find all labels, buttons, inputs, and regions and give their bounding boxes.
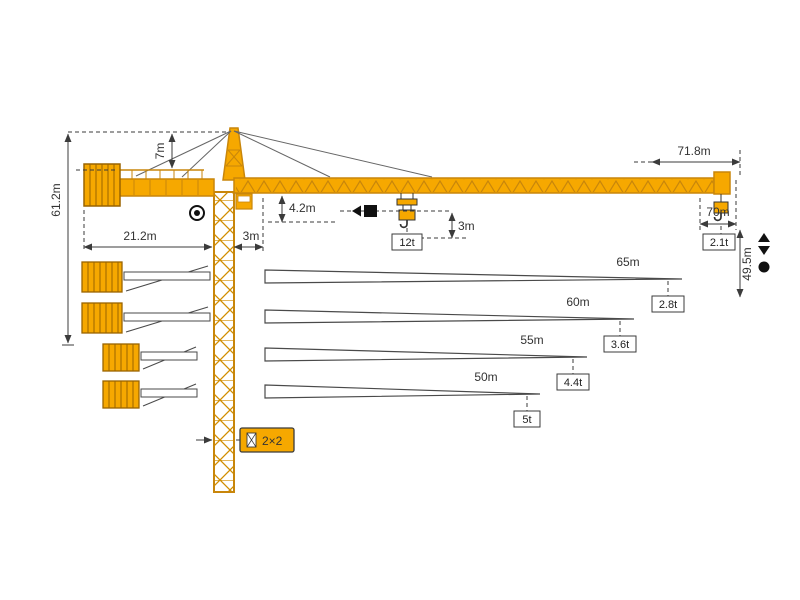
trolley (396, 198, 418, 206)
dim-max-hook-height: 61.2m (49, 131, 229, 346)
secondary-hook-height-label: 49.5m (740, 247, 754, 280)
counter-jib-radius-label: 21.2m (123, 229, 156, 243)
pendant-lines (135, 130, 433, 178)
counterweight-config-4 (102, 380, 198, 409)
cat-head-height-label: 7m (153, 143, 167, 160)
jib-option-50m: 50m 5t (264, 370, 541, 428)
jib-option-55m-capacity: 4.4t (564, 377, 582, 389)
jib-option-55m-label: 55m (520, 333, 543, 347)
jib-option-60m: 60m 3.6t (264, 295, 637, 353)
operator-cab (235, 193, 253, 210)
dim-min-radius: 3m (233, 198, 264, 252)
tower-mast (213, 191, 235, 493)
jib-option-65m-capacity: 2.8t (659, 299, 677, 311)
counterweight-configs (81, 261, 211, 409)
hoist-icon (758, 233, 770, 273)
counterweight-config-2 (81, 302, 211, 334)
max-hook-height-label: 61.2m (49, 183, 63, 216)
dimensions: 71.8m 70m 2.1t 61.2m 7m 21.2m (49, 131, 770, 428)
slewing-icon (189, 205, 205, 221)
counterweight-config-3 (102, 343, 198, 372)
trolley-hook (396, 193, 418, 229)
tip-capacity-label: 2.1t (710, 237, 728, 249)
dim-cat-head-height: 7m (76, 133, 176, 171)
dim-tip-radius: 70m (699, 180, 737, 230)
tip-radius-label: 70m (706, 205, 729, 219)
jib-option-50m-capacity: 5t (522, 414, 531, 426)
counterweight-block (83, 163, 121, 207)
counterweight-config-1 (81, 261, 211, 293)
tower-crane (83, 127, 731, 493)
jib-option-65m-label: 65m (616, 255, 639, 269)
jib-tip (713, 171, 731, 195)
jib-foot-height-label: 4.2m (289, 201, 316, 215)
dim-counter-jib-radius: 21.2m (83, 210, 213, 252)
tag-max-capacity: 12t (391, 228, 423, 251)
tag-tip-capacity: 2.1t (702, 226, 736, 251)
jib-length-label: 71.8m (677, 144, 710, 158)
dim-jib-length: 71.8m (634, 144, 741, 176)
hook-icon (399, 220, 408, 229)
jib-option-60m-label: 60m (566, 295, 589, 309)
jib-option-60m-capacity: 3.6t (611, 339, 629, 351)
hook-clearance-label: 3m (458, 219, 475, 233)
max-capacity-label: 12t (399, 237, 414, 249)
jib-option-65m: 65m 2.8t (264, 255, 685, 313)
dim-hook-clearance: 3m (340, 210, 475, 239)
dim-jib-foot-height: 4.2m (268, 195, 336, 223)
trolley-travel-icon (352, 205, 377, 217)
dim-secondary-hook-height: 49.5m (736, 229, 754, 298)
jib-option-50m-label: 50m (474, 370, 497, 384)
tip-hook (713, 194, 729, 222)
jib-option-55m: 55m 4.4t (264, 333, 590, 391)
tip-hook-icon (713, 213, 722, 222)
counter-jib (117, 169, 215, 197)
main-jib (233, 171, 731, 195)
min-radius-label: 3m (243, 229, 260, 243)
mast-section-label: 2×2 (262, 434, 283, 448)
mast-section-indicator: 2×2 (196, 427, 295, 453)
